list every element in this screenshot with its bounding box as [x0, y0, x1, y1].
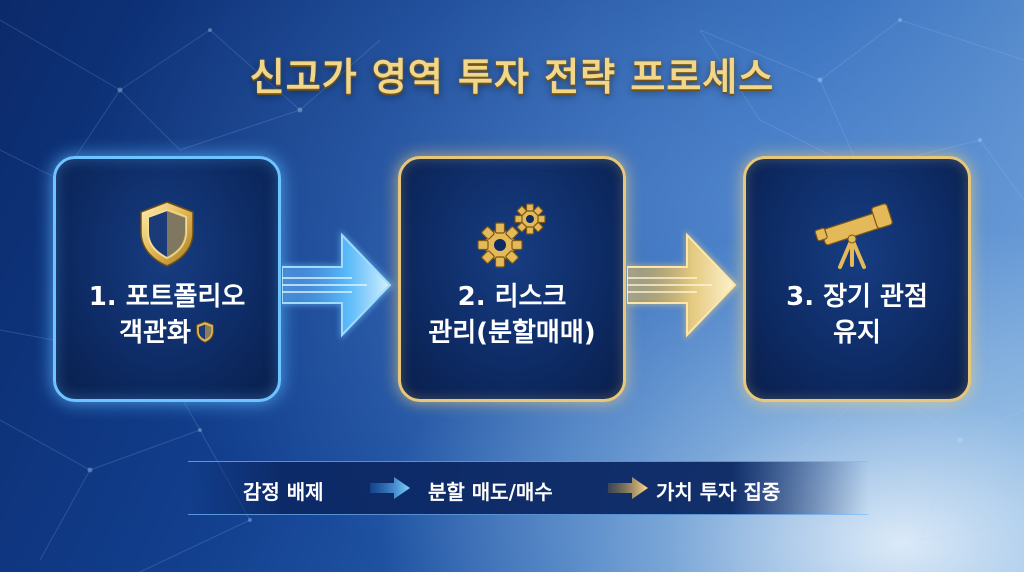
step-title: 2. 리스크	[457, 282, 567, 312]
step-title: 3. 장기 관점	[786, 282, 928, 312]
summary-item: 분할 매도/매수	[428, 480, 553, 504]
page-title: 신고가 영역 투자 전략 프로세스	[249, 55, 775, 99]
gears-icon	[401, 199, 623, 269]
gold-arrow-icon	[627, 230, 739, 340]
summary-bar	[188, 461, 868, 515]
gold-arrow-icon	[608, 477, 648, 499]
summary-item: 가치 투자 집중	[656, 480, 781, 504]
shield-icon	[56, 199, 278, 269]
blue-arrow-icon	[370, 477, 410, 499]
step-subtitle: 유지	[833, 318, 881, 348]
step-subtitle: 객관화	[66, 315, 268, 351]
step-label: 2. 리스크 관리(분할매매)	[411, 279, 613, 351]
step-subtitle: 관리(분할매매)	[428, 318, 596, 348]
step-card-long-term: 3. 장기 관점 유지	[743, 156, 971, 402]
mini-shield-icon	[196, 321, 214, 343]
summary-item: 감정 배제	[243, 480, 324, 504]
step-card-portfolio: 1. 포트폴리오 객관화	[53, 156, 281, 402]
step-card-risk: 2. 리스크 관리(분할매매)	[398, 156, 626, 402]
blue-arrow-icon	[282, 230, 394, 340]
step-label: 1. 포트폴리오 객관화	[66, 279, 268, 351]
telescope-icon	[746, 199, 968, 269]
step-title: 1. 포트폴리오	[88, 282, 246, 312]
step-label: 3. 장기 관점 유지	[756, 279, 958, 351]
